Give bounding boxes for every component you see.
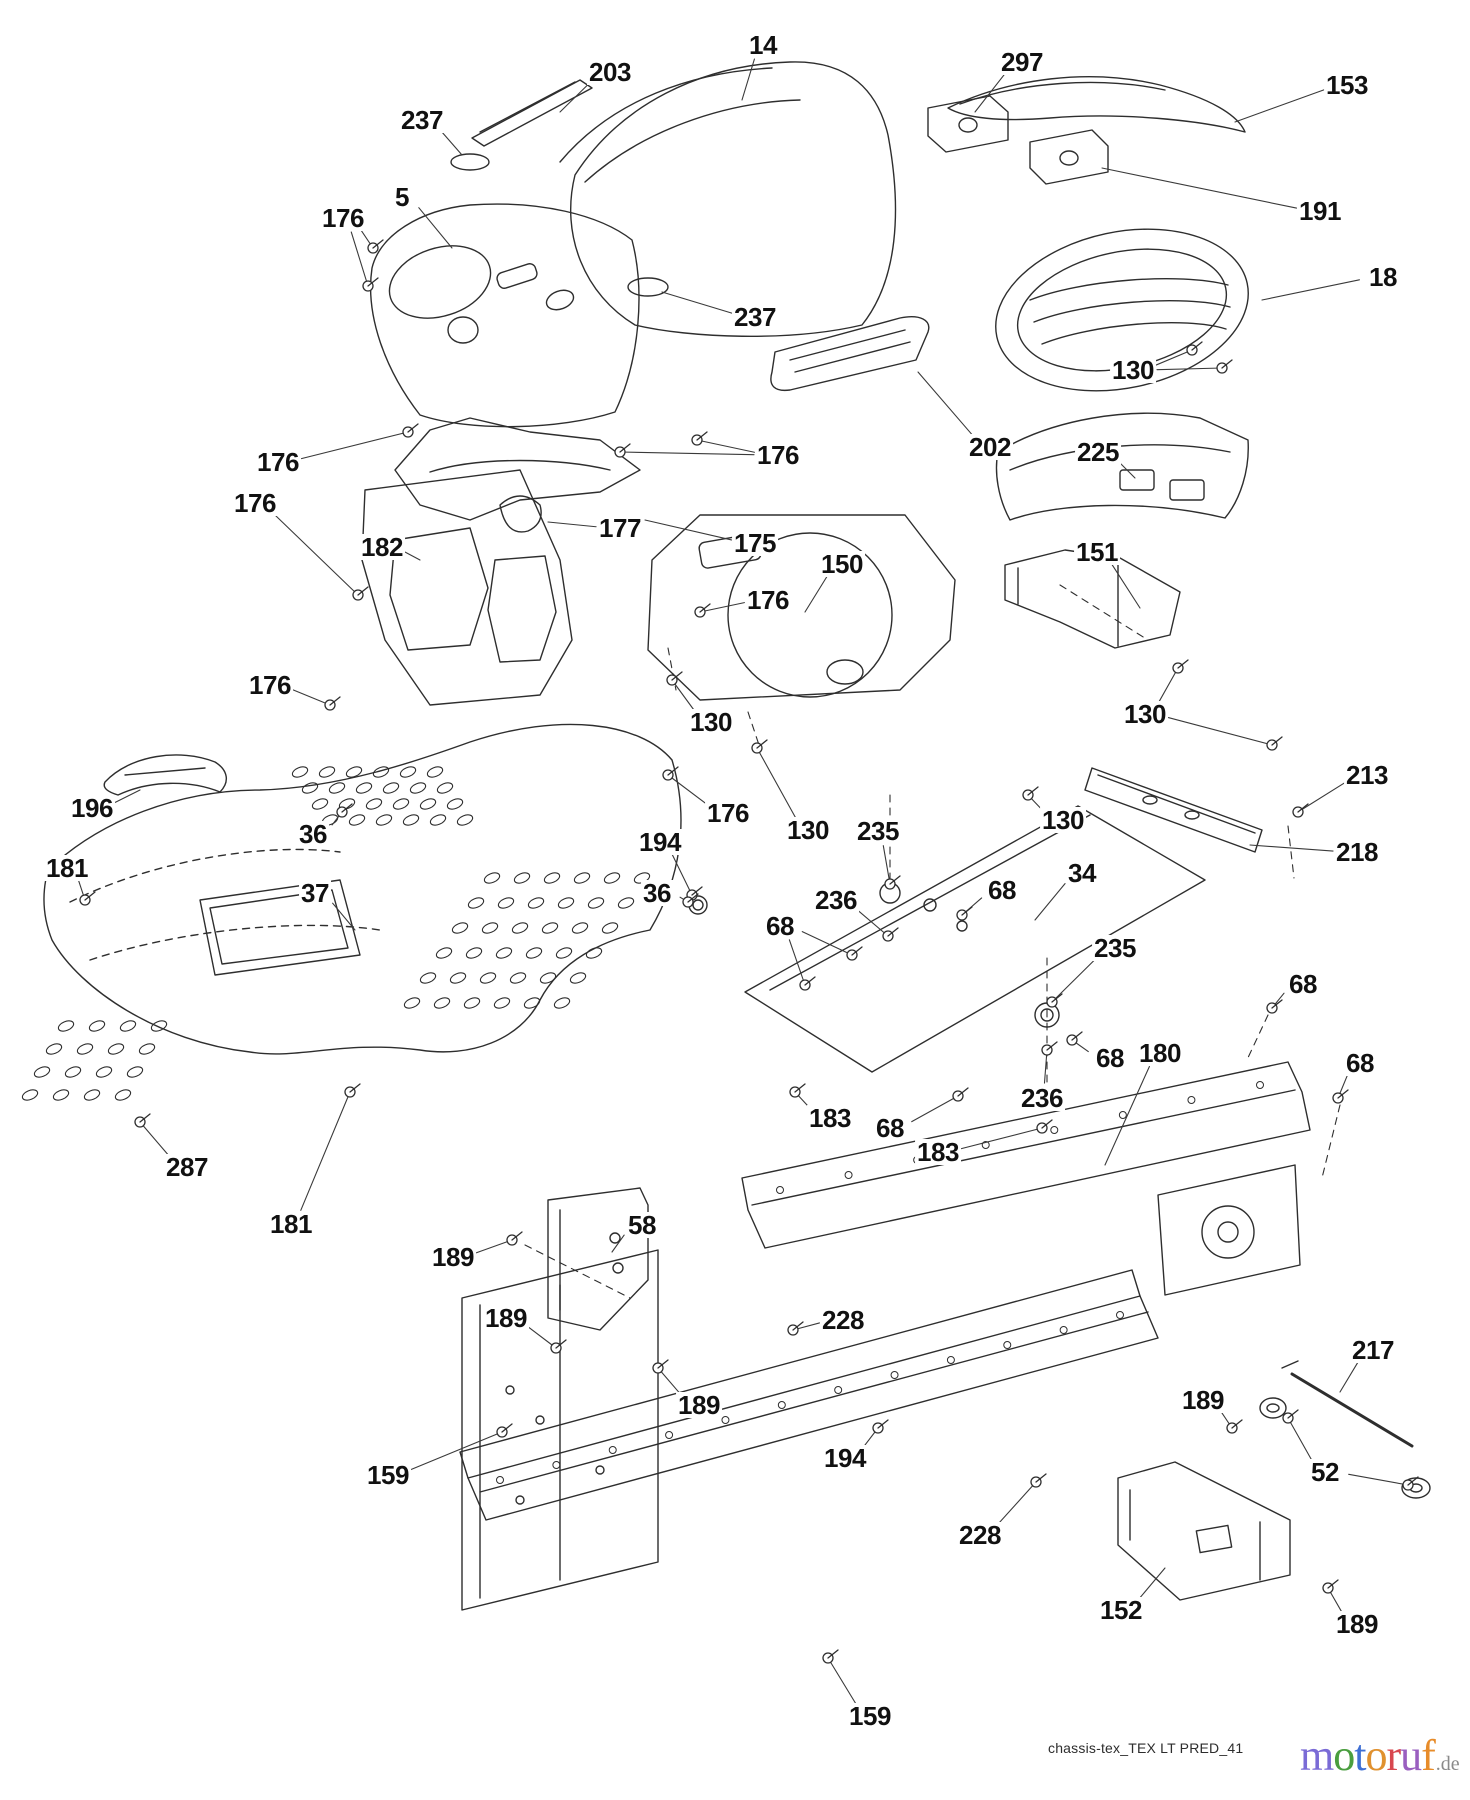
part-label-194: 194 <box>822 1443 868 1473</box>
part-label-159: 159 <box>847 1701 893 1731</box>
part-label-159: 159 <box>365 1460 411 1490</box>
part-label-36: 36 <box>297 819 329 849</box>
part-label-228: 228 <box>957 1520 1003 1550</box>
part-label-52: 52 <box>1309 1457 1341 1487</box>
part-label-217: 217 <box>1350 1335 1396 1365</box>
part-label-189: 189 <box>430 1242 476 1272</box>
part-label-68: 68 <box>764 911 796 941</box>
part-label-130: 130 <box>688 707 734 737</box>
part-label-175: 175 <box>732 528 778 558</box>
part-label-194: 194 <box>637 827 683 857</box>
console-part <box>104 755 226 795</box>
part-label-58: 58 <box>626 1210 658 1240</box>
engine-plate-part <box>648 515 955 700</box>
part-label-176: 176 <box>755 440 801 470</box>
part-label-152: 152 <box>1098 1595 1144 1625</box>
part-label-235: 235 <box>855 816 901 846</box>
part-label-68: 68 <box>1287 969 1319 999</box>
dash-pedestal-part <box>371 204 639 427</box>
part-label-236: 236 <box>813 885 859 915</box>
part-label-176: 176 <box>320 203 366 233</box>
part-label-228: 228 <box>820 1305 866 1335</box>
fastener-glyphs <box>80 240 1418 1663</box>
part-label-213: 213 <box>1344 760 1390 790</box>
diagram-caption: chassis-tex_TEX LT PRED_41 <box>1048 1740 1244 1756</box>
part-label-202: 202 <box>967 432 1013 462</box>
drawbar-part <box>1085 768 1262 852</box>
part-label-34: 34 <box>1066 858 1098 888</box>
part-label-68: 68 <box>1094 1043 1126 1073</box>
part-label-183: 183 <box>807 1103 853 1133</box>
part-label-176: 176 <box>232 488 278 518</box>
part-label-235: 235 <box>1092 933 1138 963</box>
part-label-237: 237 <box>732 302 778 332</box>
part-label-183: 183 <box>915 1137 961 1167</box>
part-label-130: 130 <box>1040 805 1086 835</box>
hood-rod-part <box>472 80 592 146</box>
part-label-218: 218 <box>1334 837 1380 867</box>
part-label-36: 36 <box>641 878 673 908</box>
fender-part <box>44 724 681 1054</box>
rivet-hole-row <box>497 1082 1264 1484</box>
dash-tower-part <box>548 1188 648 1330</box>
part-label-225: 225 <box>1075 437 1121 467</box>
vent-hole-pattern <box>21 765 651 1102</box>
hood-panel-part <box>560 62 895 336</box>
part-label-130: 130 <box>1122 699 1168 729</box>
lower-dash-part <box>362 470 572 705</box>
part-label-68: 68 <box>986 875 1018 905</box>
part-label-177: 177 <box>597 513 643 543</box>
part-label-151: 151 <box>1074 537 1120 567</box>
dash-support-part <box>395 418 640 532</box>
part-label-176: 176 <box>255 447 301 477</box>
watermark-word: motoruf <box>1300 1731 1436 1780</box>
part-label-176: 176 <box>247 670 293 700</box>
part-label-68: 68 <box>1344 1048 1376 1078</box>
part-label-68: 68 <box>874 1113 906 1143</box>
part-label-14: 14 <box>747 30 779 60</box>
motoruf-watermark: motoruf .de <box>1300 1734 1460 1778</box>
part-label-236: 236 <box>1019 1083 1065 1113</box>
part-label-287: 287 <box>164 1152 210 1182</box>
part-label-130: 130 <box>785 815 831 845</box>
part-label-189: 189 <box>1334 1609 1380 1639</box>
part-label-196: 196 <box>69 793 115 823</box>
part-label-5: 5 <box>393 182 411 212</box>
part-label-189: 189 <box>676 1390 722 1420</box>
part-label-191: 191 <box>1297 196 1343 226</box>
part-label-182: 182 <box>359 532 405 562</box>
stabilizer-rod-part <box>1260 1361 1430 1498</box>
part-label-176: 176 <box>705 798 751 828</box>
part-label-189: 189 <box>1180 1385 1226 1415</box>
chassis-rail-part <box>460 1062 1310 1610</box>
part-label-153: 153 <box>1324 70 1370 100</box>
part-label-189: 189 <box>483 1303 529 1333</box>
part-label-181: 181 <box>44 853 90 883</box>
part-label-203: 203 <box>587 57 633 87</box>
skid-plate-part <box>1118 1462 1290 1600</box>
part-label-37: 37 <box>299 878 331 908</box>
part-label-237: 237 <box>399 105 445 135</box>
lens-part <box>928 96 1108 184</box>
vent-part <box>771 317 929 391</box>
plug-cap-part <box>451 154 668 296</box>
hood-trim-part <box>948 77 1245 132</box>
part-label-150: 150 <box>819 549 865 579</box>
part-label-130: 130 <box>1110 355 1156 385</box>
part-label-176: 176 <box>745 585 791 615</box>
part-label-180: 180 <box>1137 1038 1183 1068</box>
part-label-181: 181 <box>268 1209 314 1239</box>
part-label-18: 18 <box>1367 262 1399 292</box>
watermark-suffix: .de <box>1435 1753 1460 1775</box>
part-label-297: 297 <box>999 47 1045 77</box>
